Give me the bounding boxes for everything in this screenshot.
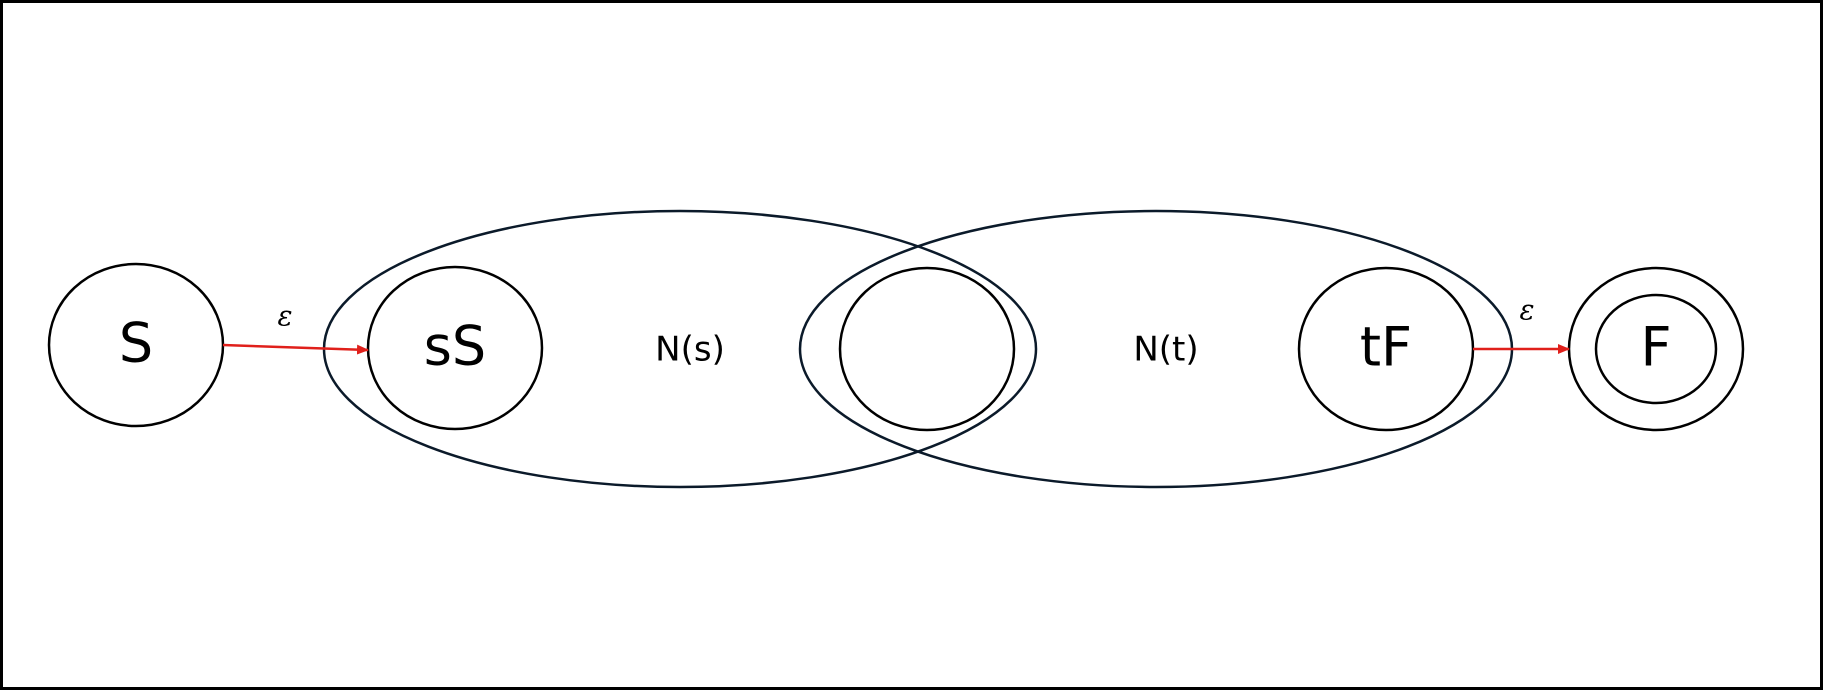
state-join [838,266,1016,432]
transition-start-to-s-label: ε [277,300,292,333]
state-start-label: S [119,312,153,375]
region-n-t-label: N(t) [1133,330,1198,370]
state-final-label: F [1640,316,1671,379]
transition-t-to-final-label: ε [1519,294,1534,327]
state-final-inner [1594,293,1718,405]
transition-start-to-s-arrow [222,343,369,355]
region-n-s-label: N(s) [655,330,725,370]
state-s-start-label: sS [424,315,486,378]
state-t-final-label: tF [1360,316,1412,379]
